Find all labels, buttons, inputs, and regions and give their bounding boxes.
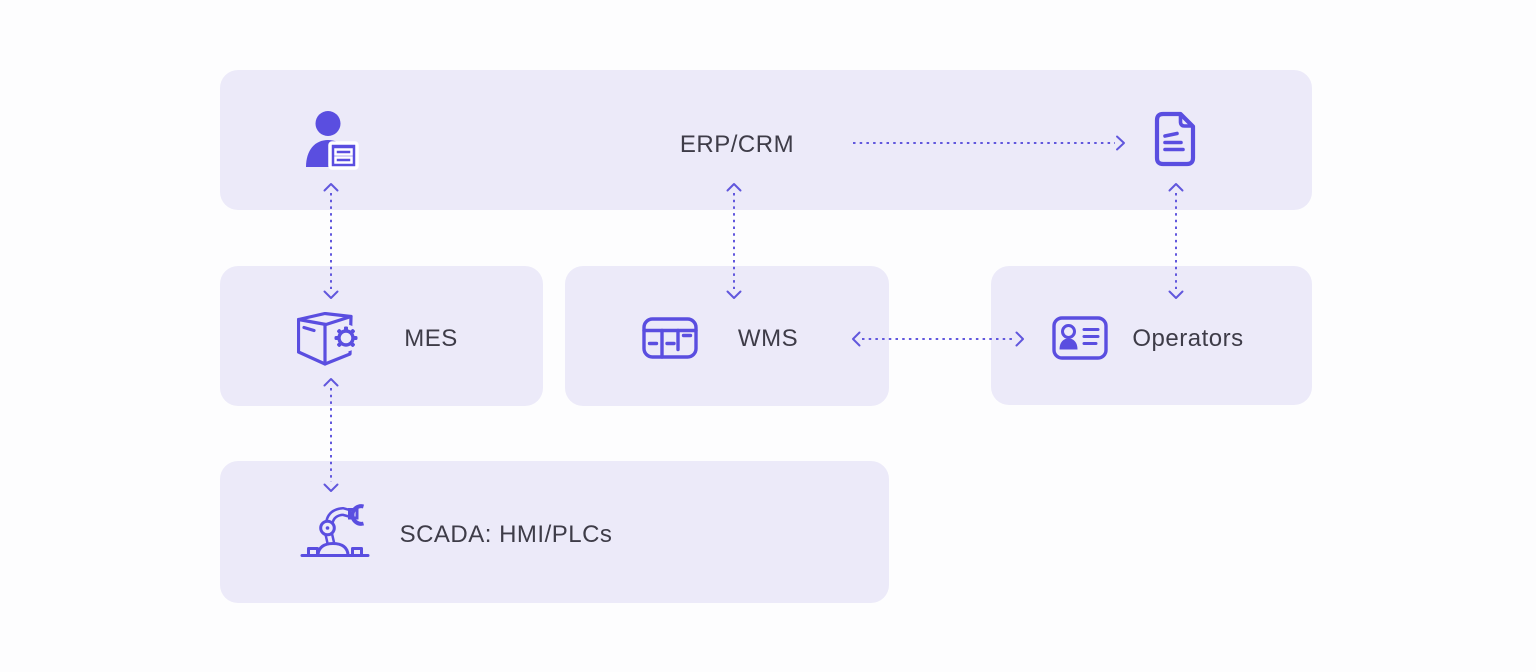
warehouse-table-icon bbox=[642, 317, 698, 359]
arrow-document-operators bbox=[1168, 183, 1184, 299]
mes-label: MES bbox=[404, 325, 458, 352]
panel-operators bbox=[991, 266, 1312, 405]
arrow-erp-document bbox=[853, 135, 1125, 151]
gear-glyph bbox=[334, 326, 358, 347]
package-gear-icon bbox=[297, 312, 359, 366]
arrow-erp-wms bbox=[726, 183, 742, 299]
document-icon bbox=[1154, 111, 1196, 167]
panel-erp-crm bbox=[220, 70, 1312, 210]
erp-crm-label: ERP/CRM bbox=[679, 131, 795, 158]
operators-label: Operators bbox=[1132, 325, 1244, 352]
arrow-wms-operators bbox=[852, 331, 1024, 347]
user-icon bbox=[306, 111, 359, 170]
robot-arm-icon bbox=[300, 504, 370, 557]
wms-label: WMS bbox=[737, 325, 799, 352]
panel-mes bbox=[220, 266, 543, 406]
id-card-icon bbox=[1052, 316, 1108, 360]
arrow-user-mes bbox=[323, 183, 339, 299]
arrow-mes-scada bbox=[323, 378, 339, 492]
scada-label: SCADA: HMI/PLCs bbox=[399, 521, 613, 548]
panel-wms bbox=[565, 266, 889, 406]
